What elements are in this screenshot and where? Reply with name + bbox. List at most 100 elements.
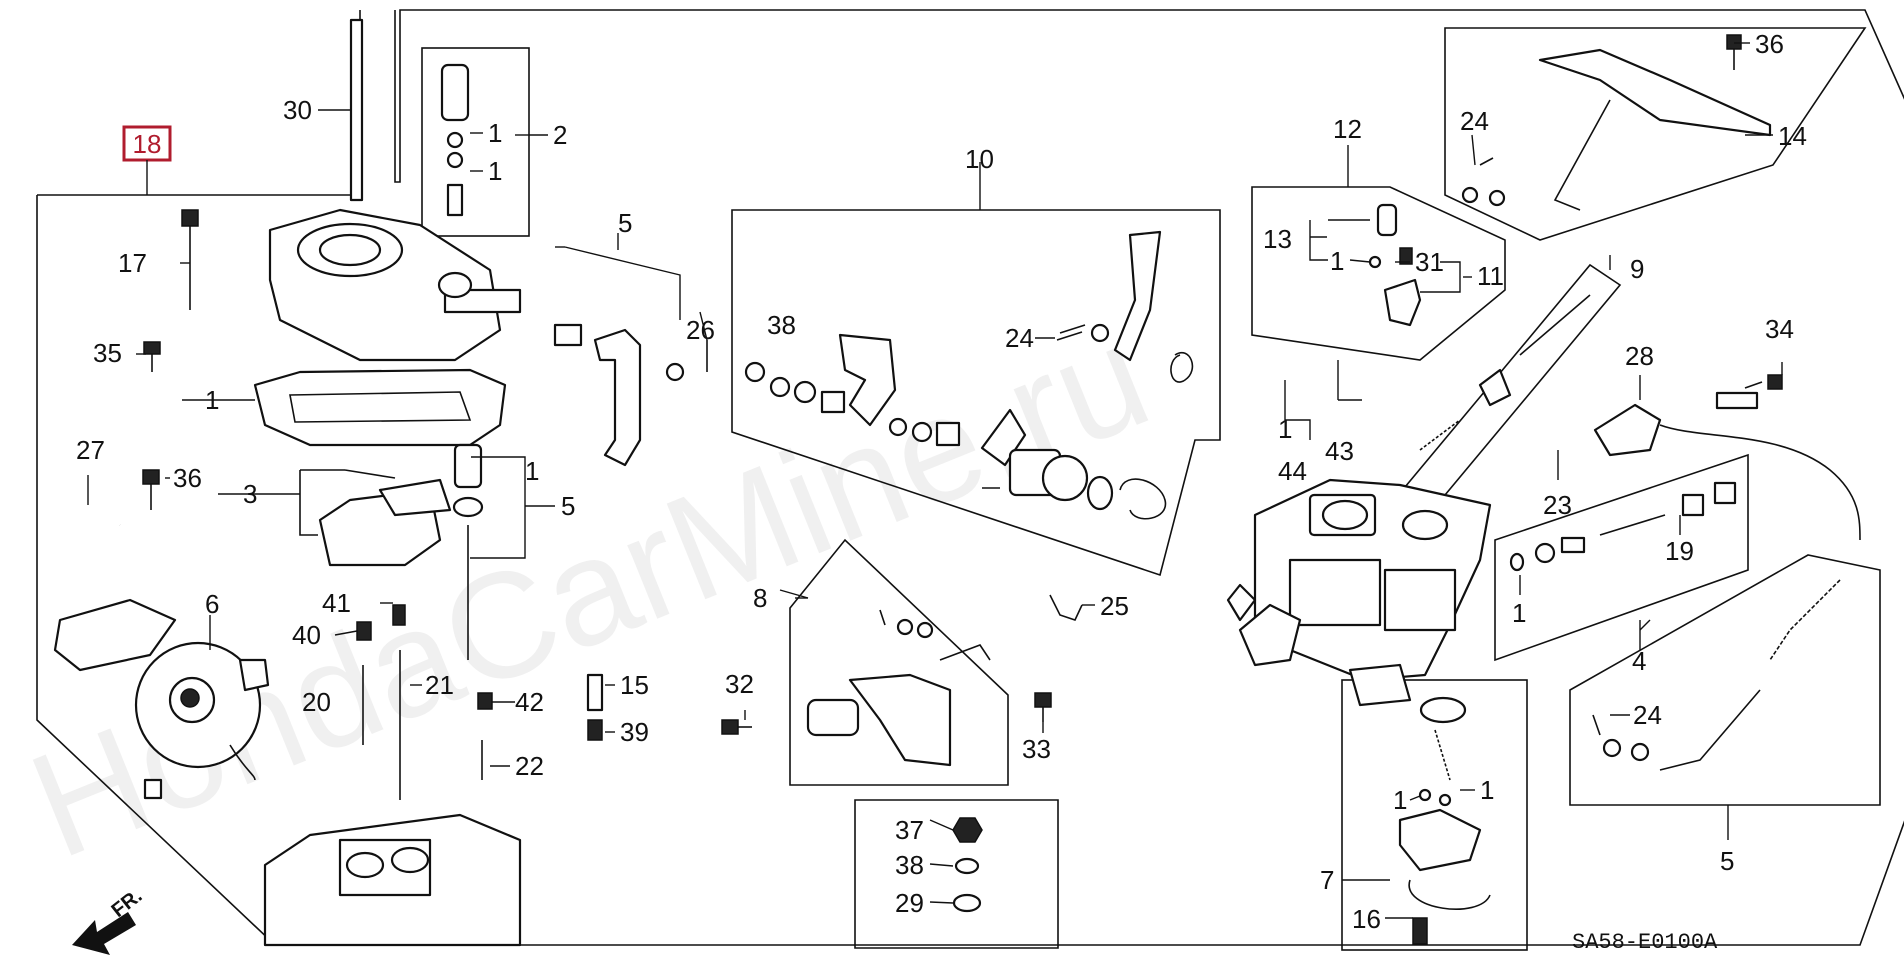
callout-8: 8 bbox=[753, 583, 767, 613]
callout-1d: 1 bbox=[525, 456, 539, 486]
callout-41: 41 bbox=[322, 588, 351, 618]
callout-9: 9 bbox=[1630, 254, 1644, 284]
box-needle-valve bbox=[421, 47, 530, 237]
gasket bbox=[253, 368, 507, 447]
accelerator-pump-parts bbox=[1398, 696, 1491, 945]
bolt-34 bbox=[1744, 374, 1783, 390]
box-vacuum-bracket bbox=[1444, 27, 1867, 241]
box-throttle-linkage bbox=[731, 209, 1221, 577]
callout-24a: 24 bbox=[1005, 323, 1034, 353]
callout-14: 14 bbox=[1778, 121, 1807, 151]
throttle-linkage-parts bbox=[744, 230, 1194, 520]
vacuum-hose bbox=[57, 510, 156, 601]
callout-1g: 1 bbox=[1512, 598, 1526, 628]
callout-15: 15 bbox=[620, 670, 649, 700]
callout-40: 40 bbox=[292, 620, 321, 650]
front-direction-arrow-icon: FR. bbox=[72, 885, 146, 955]
callout-labels: 30 2 1 1 17 35 1 27 36 3 6 1 5 41 40 20 … bbox=[76, 29, 1807, 934]
plug-15 bbox=[586, 673, 604, 712]
callout-23: 23 bbox=[1543, 490, 1572, 520]
jet-40 bbox=[356, 621, 372, 641]
bolt-36-right bbox=[1726, 34, 1742, 70]
assembly-outline-main bbox=[36, 9, 1904, 946]
callout-36a: 36 bbox=[173, 463, 202, 493]
choke-diaphragm bbox=[53, 598, 270, 800]
callout-13: 13 bbox=[1263, 224, 1292, 254]
float bbox=[318, 469, 452, 567]
bolt-33 bbox=[1034, 692, 1052, 722]
box-slow-jet bbox=[1494, 453, 1749, 662]
box-float bbox=[299, 470, 318, 536]
callout-20: 20 bbox=[302, 687, 331, 717]
callout-38a: 38 bbox=[767, 310, 796, 340]
callout-25: 25 bbox=[1100, 591, 1129, 621]
callout-6: 6 bbox=[205, 589, 219, 619]
link-rod-parts bbox=[1592, 579, 1841, 771]
callout-38b: 38 bbox=[895, 850, 924, 880]
pump-boot bbox=[452, 443, 484, 660]
jet-41 bbox=[392, 604, 406, 626]
pin-24-linkage bbox=[1056, 331, 1083, 341]
diagram-code: SA58-E0100A bbox=[1572, 930, 1718, 955]
air-horn bbox=[268, 208, 522, 362]
choke-parts bbox=[1368, 203, 1422, 327]
box-accelerator-pump bbox=[1341, 679, 1528, 951]
callout-10: 10 bbox=[965, 144, 994, 174]
callout-5c: 5 bbox=[1720, 846, 1734, 876]
callout-39: 39 bbox=[620, 717, 649, 747]
callout-1e: 1 bbox=[1330, 246, 1344, 276]
screw-16 bbox=[1412, 917, 1428, 945]
bolt-32 bbox=[721, 719, 752, 735]
callout-35: 35 bbox=[93, 338, 122, 368]
callout-36b: 36 bbox=[1755, 29, 1784, 59]
callout-4: 4 bbox=[1632, 646, 1646, 676]
box-choke-parts bbox=[1251, 186, 1506, 361]
callout-34: 34 bbox=[1765, 314, 1794, 344]
callout-12: 12 bbox=[1333, 114, 1362, 144]
callout-1i: 1 bbox=[1480, 775, 1494, 805]
washer-29 bbox=[952, 893, 982, 913]
callout-44: 44 bbox=[1278, 456, 1307, 486]
clip-25 bbox=[1049, 594, 1083, 621]
callout-3: 3 bbox=[243, 479, 257, 509]
callout-5a: 5 bbox=[561, 491, 575, 521]
callout-37: 37 bbox=[895, 815, 924, 845]
callout-1b: 1 bbox=[488, 156, 502, 186]
screw-17 bbox=[181, 209, 199, 310]
callout-30: 30 bbox=[283, 95, 312, 125]
callout-24b: 24 bbox=[1460, 106, 1489, 136]
callout-1f: 1 bbox=[1278, 414, 1292, 444]
callout-1a: 1 bbox=[488, 118, 502, 148]
callout-26: 26 bbox=[686, 315, 715, 345]
callout-33: 33 bbox=[1022, 734, 1051, 764]
vacuum-bracket-parts bbox=[1461, 48, 1772, 211]
needle-valve-parts bbox=[440, 63, 470, 217]
stud-bolt bbox=[349, 18, 364, 202]
box-dashpot bbox=[789, 538, 1009, 786]
callout-21: 21 bbox=[425, 670, 454, 700]
callout-42: 42 bbox=[515, 687, 544, 717]
bolt-36-left bbox=[142, 469, 160, 510]
front-direction-label: FR. bbox=[108, 885, 147, 922]
plug-39 bbox=[587, 719, 603, 741]
callout-1c: 1 bbox=[205, 385, 219, 415]
leader-lines bbox=[87, 42, 1783, 919]
pilot-screw-parts bbox=[1419, 294, 1591, 451]
callout-22: 22 bbox=[515, 751, 544, 781]
screw-35 bbox=[143, 341, 161, 372]
callout-28: 28 bbox=[1625, 341, 1654, 371]
jet-42 bbox=[477, 692, 493, 710]
ref-18-label[interactable]: 18 bbox=[133, 129, 162, 159]
callout-19: 19 bbox=[1665, 536, 1694, 566]
callout-32: 32 bbox=[725, 669, 754, 699]
callout-31: 31 bbox=[1415, 247, 1444, 277]
pump-lever bbox=[553, 323, 685, 467]
throttle-body bbox=[263, 813, 522, 947]
callout-29: 29 bbox=[895, 888, 924, 918]
slow-jet-parts bbox=[1509, 481, 1737, 572]
throttle-cable bbox=[1593, 391, 1861, 541]
washer-38 bbox=[954, 857, 980, 875]
callout-5b: 5 bbox=[618, 208, 632, 238]
dashpot bbox=[806, 609, 991, 767]
